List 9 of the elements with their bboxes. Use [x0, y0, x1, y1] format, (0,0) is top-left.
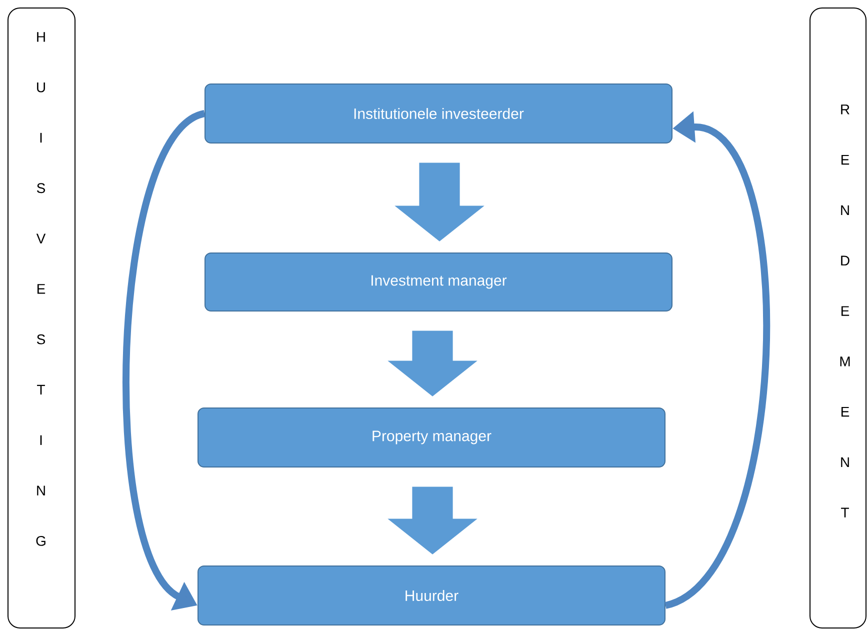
block-arrow — [388, 486, 478, 554]
process-box: Investment manager — [204, 252, 672, 312]
process-box: Huurder — [198, 566, 666, 626]
process-box: Institutionele investeerder — [204, 84, 672, 144]
process-box: Property manager — [198, 408, 666, 468]
side-panel: R E N D E M E N T — [810, 8, 866, 628]
block-arrow — [394, 162, 484, 242]
block-arrow — [388, 330, 478, 396]
side-panel: H U I S V E S T I N G — [8, 8, 76, 628]
